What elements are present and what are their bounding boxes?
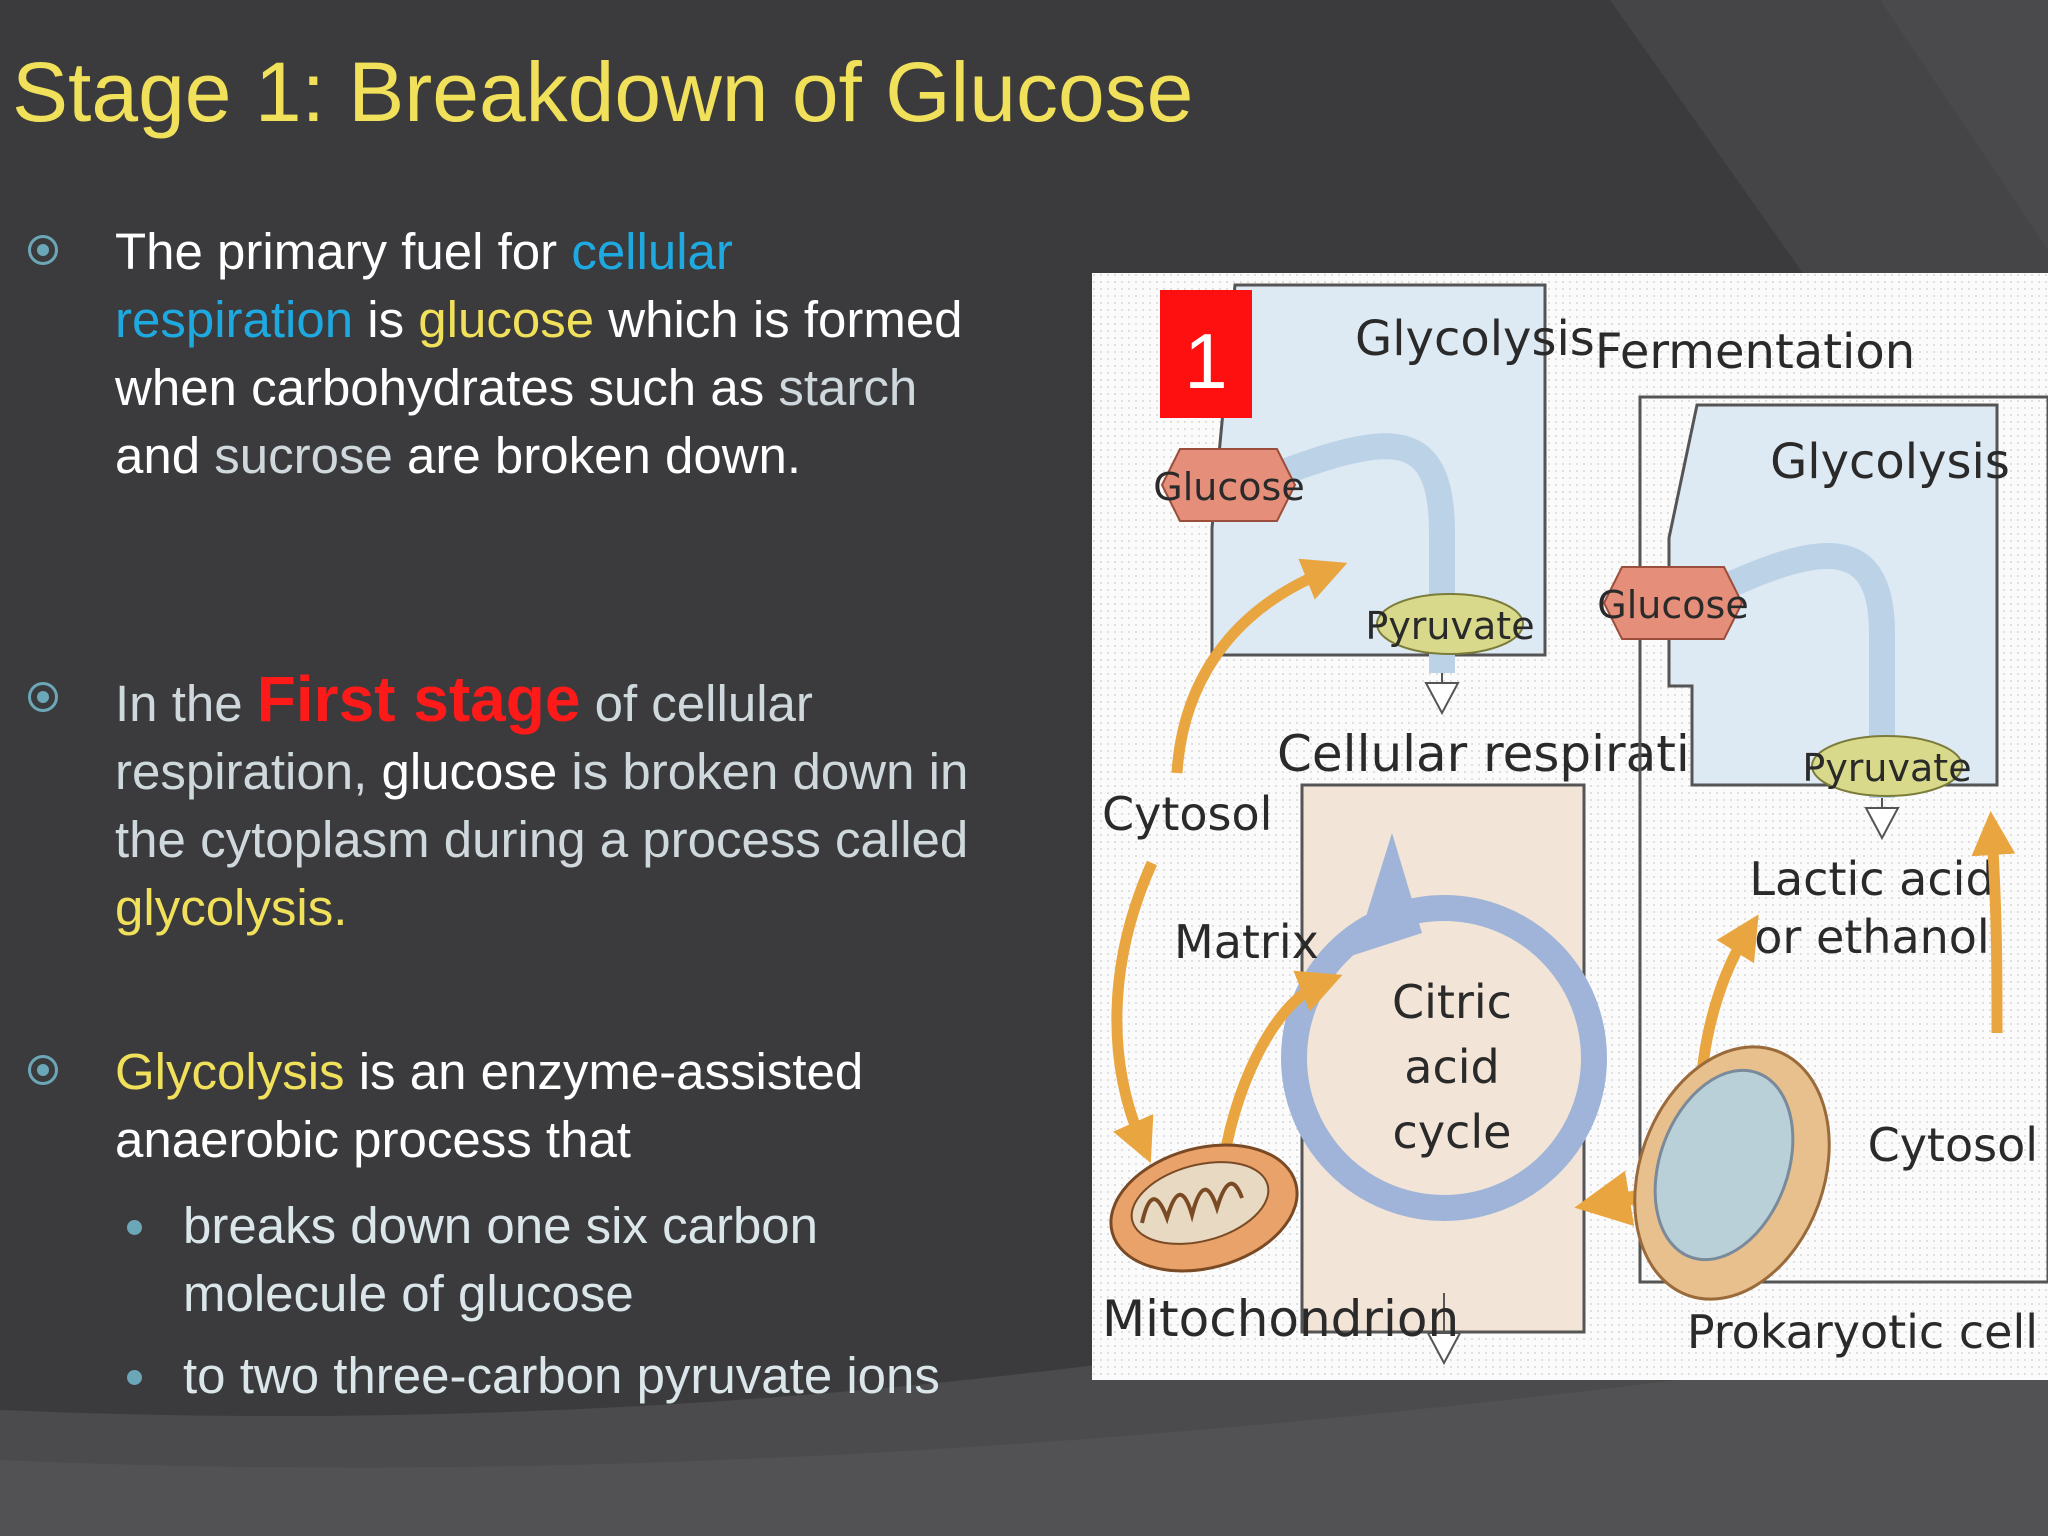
pyruvate-oval-right (1811, 735, 1963, 797)
label-lactic-acid: Lactic acid (1749, 852, 1994, 906)
label-mitochondrion: Mitochondrion (1102, 1290, 1459, 1348)
figure-number-box (1160, 290, 1252, 418)
bullet-marker-icon (28, 682, 58, 712)
label-citric: Citric (1392, 975, 1512, 1029)
label-matrix: Matrix (1174, 915, 1319, 969)
label-cellular-respiration: Cellular respiration (1277, 725, 1752, 783)
label-or-ethanol: or ethanol (1754, 910, 1989, 964)
down-arrow-icon (1424, 673, 1460, 716)
cellular-respiration-figure: 1 Glycolysis Glucose Pyruvate Cellular r… (1092, 273, 2048, 1380)
prokaryotic-cell-inner-icon (1653, 1068, 1795, 1262)
slide-title: Stage 1: Breakdown of Glucose (12, 45, 1194, 139)
glycolysis-box-right (1667, 403, 1999, 787)
down-arrow-icon (1864, 798, 1900, 841)
sub-bullet-dot-icon (127, 1220, 142, 1235)
arrow-mitochondrion-to-matrix (1216, 970, 1343, 1174)
bullet-marker-icon (28, 1055, 58, 1085)
label-pyruvate-right: Pyruvate (1802, 746, 1971, 790)
label-glycolysis-right: Glycolysis (1770, 434, 2010, 490)
bullet-primary-fuel: The primary fuel for cellular respiratio… (28, 218, 985, 490)
label-fermentation: Fermentation (1595, 324, 1915, 380)
label-cytosol-left: Cytosol (1102, 787, 1272, 841)
term-glycolysis: glycolysis. (115, 879, 348, 936)
sub-bullet-pyruvate: to two three-carbon pyruvate ions (127, 1342, 983, 1410)
term-glucose: glucose (381, 743, 558, 800)
bullet-glycolysis: Glycolysis is an enzyme-assisted anaerob… (28, 1038, 985, 1174)
term-glucose: glucose (418, 291, 595, 348)
pyruvate-oval-left (1376, 593, 1524, 655)
label-acid: acid (1404, 1040, 1499, 1094)
label-glycolysis-top: Glycolysis (1355, 311, 1595, 367)
label-glucose-left: Glucose (1153, 465, 1304, 509)
glucose-hexagon-left (1160, 448, 1297, 522)
term-first-stage: First stage (256, 663, 581, 735)
term-sucrose: sucrose (214, 427, 393, 484)
label-glucose-right: Glucose (1597, 583, 1748, 627)
arrow-cytosol-to-glucose (1171, 558, 1348, 774)
glycolysis-flow-right (1686, 543, 1895, 798)
glycolysis-flow-left (1237, 433, 1455, 673)
figure-number: 1 (1184, 317, 1227, 405)
arrow-cytosol-to-mitochondrion (1111, 860, 1158, 1164)
arrow-cytosol-to-glucose-right (1971, 811, 2016, 1034)
term-starch: starch (778, 359, 918, 416)
matrix-box (1300, 783, 1586, 1334)
sub-bullet-breaks-down: breaks down one six carbon molecule of g… (127, 1192, 983, 1328)
fermentation-box (1638, 395, 2048, 1284)
bullet-first-stage: In the First stage of cellular respirati… (28, 663, 985, 942)
label-cytosol-right: Cytosol (1868, 1118, 2038, 1172)
term-glycolysis: Glycolysis (115, 1043, 345, 1100)
down-arrow-icon (1426, 1293, 1462, 1366)
cycle-arrow-icon (1354, 833, 1422, 955)
bullet-list: The primary fuel for cellular respiratio… (0, 0, 1000, 1536)
citric-cycle-ring (1281, 895, 1607, 1221)
cristae-icon (1140, 1181, 1244, 1225)
label-pyruvate-left: Pyruvate (1365, 604, 1534, 648)
bullet-marker-icon (28, 235, 58, 265)
term-cellular-respiration: cellular respiration (115, 223, 733, 348)
glucose-hexagon-right (1602, 566, 1744, 640)
label-prokaryotic-cell: Prokaryotic cell (1687, 1305, 2038, 1359)
sub-bullet-dot-icon (127, 1370, 142, 1385)
label-cycle: cycle (1393, 1105, 1512, 1159)
